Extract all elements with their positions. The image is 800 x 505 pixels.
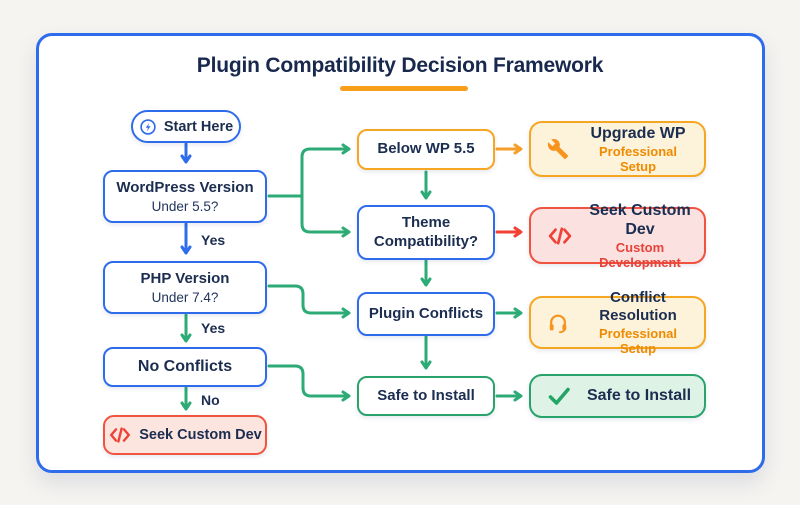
result-seek-custom-dev: Seek Custom Dev Custom Development [529, 202, 706, 270]
node-theme-compatibility: Theme Compatibility? [357, 205, 495, 260]
result-subtitle: Professional Setup [598, 326, 678, 356]
node-title: WordPress Version [116, 179, 254, 197]
node-plugin-conflicts: Plugin Conflicts [357, 292, 495, 336]
edge-label-yes-1: Yes [201, 232, 226, 248]
node-no-conflicts: No Conflicts [103, 347, 267, 387]
node-subtitle: Under 7.4? [151, 289, 219, 305]
result-subtitle: Professional Setup [598, 144, 678, 175]
node-title: No Conflicts [137, 358, 233, 375]
node-title: PHP Version [140, 270, 230, 288]
node-below-wp: Below WP 5.5 [357, 129, 495, 170]
result-safe-to-install: Safe to Install [529, 374, 706, 418]
node-safe-to-install-mid: Safe to Install [357, 376, 495, 416]
start-node: Start Here [131, 110, 241, 143]
node-subtitle: Under 5.5? [151, 198, 219, 214]
wrench-icon [547, 138, 569, 160]
node-php-version: PHP Version Under 7.4? [103, 261, 267, 314]
result-title: Seek Custom Dev [589, 201, 691, 238]
node-title: Plugin Conflicts [368, 304, 484, 322]
node-title: Safe to Install [377, 386, 475, 404]
node-title: Theme Compatibility? [373, 213, 479, 250]
result-subtitle: Custom Development [599, 240, 681, 271]
result-conflict-resolution: Conflict Resolution Professional Setup [529, 289, 706, 356]
node-seek-custom-dev-left: Seek Custom Dev [103, 415, 267, 455]
checkmark-icon [547, 384, 571, 408]
node-wordpress-version: WordPress Version Under 5.5? [103, 170, 267, 223]
page-title: Plugin Compatibility Decision Framework [196, 54, 604, 77]
edge-label-no: No [201, 392, 220, 408]
result-upgrade-wp: Upgrade WP Professional Setup [529, 121, 706, 177]
title-underline [340, 86, 468, 91]
start-label: Start Here [163, 118, 234, 135]
edge-label-yes-2: Yes [201, 320, 226, 336]
result-title: Safe to Install [586, 387, 692, 405]
node-title: Seek Custom Dev [139, 427, 262, 443]
result-title: Conflict Resolution [599, 289, 677, 324]
code-icon [108, 427, 132, 443]
headset-icon [547, 312, 569, 334]
result-title: Upgrade WP [590, 124, 686, 142]
node-title: Below WP 5.5 [377, 140, 475, 158]
compass-icon [139, 118, 157, 136]
code-icon [547, 226, 573, 245]
